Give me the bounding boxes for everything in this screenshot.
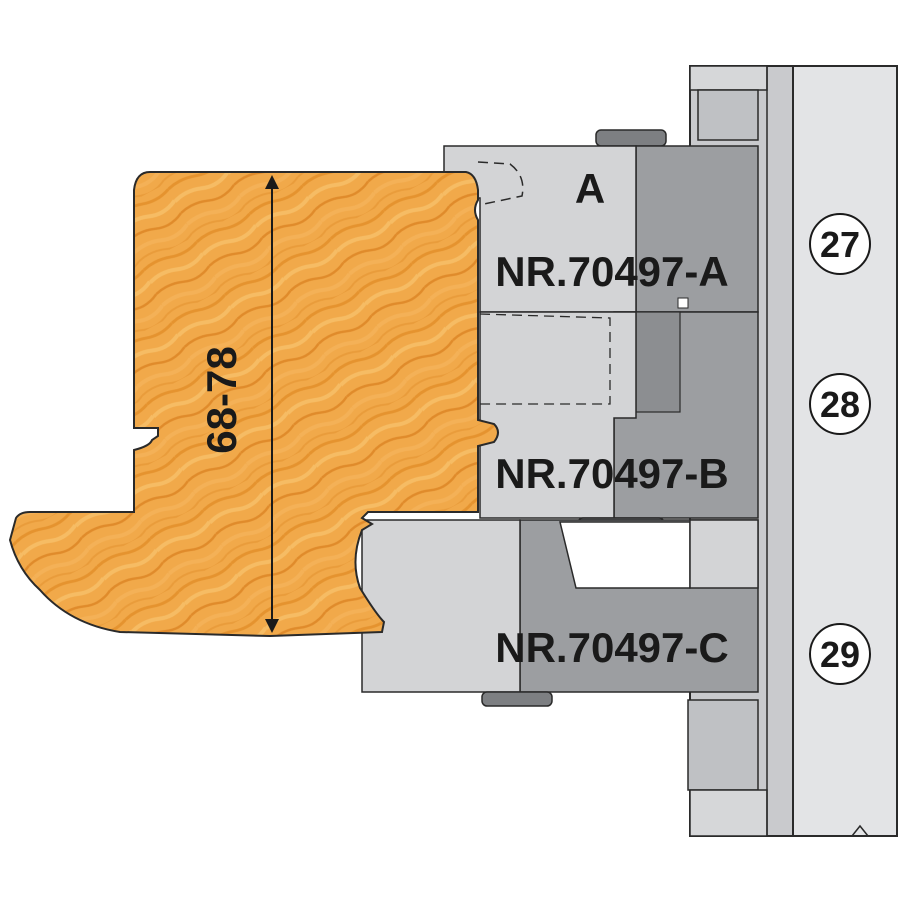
spindle-collar-top [689,65,768,91]
cutter-b-body [479,311,637,519]
position-marker-28: 28 [809,373,871,435]
cutter-a-hub [635,145,759,313]
spindle-tip-arrow [851,824,869,837]
cutter-c-slot [559,521,691,589]
cutter-a-nut [595,129,667,147]
cutter-c-right-block [689,519,759,589]
spindle-collar-bottom [689,789,768,837]
cutter-a-marker: A [575,165,605,212]
spindle-shaft [792,65,898,837]
position-marker-27: 27 [809,213,871,275]
position-circle [809,623,871,685]
position-number: 29 [820,634,860,675]
cutter-a-edge-curve [477,161,524,205]
cutter-a-label: NR.70497-A [495,248,728,295]
position-circle [809,213,871,275]
dimension-label: 68-78 [198,346,245,453]
cutter-b [479,311,759,533]
spindle-collar-upper [697,89,759,141]
cutter-b-inner-step [635,311,681,413]
spindle-collar-lower [687,699,759,791]
position-marker-29: 29 [809,623,871,685]
cutter-c-nut [481,691,553,707]
position-circle [809,373,871,435]
position-number: 28 [820,384,860,425]
wood-workpiece [8,171,499,638]
position-number: 27 [820,224,860,265]
cutter-c [361,519,759,707]
cutter-b-dashed-outline [479,313,611,405]
cutter-b-label: NR.70497-B [495,450,728,497]
cutter-c-label: NR.70497-C [495,624,728,671]
cutter-a-key [677,297,689,309]
